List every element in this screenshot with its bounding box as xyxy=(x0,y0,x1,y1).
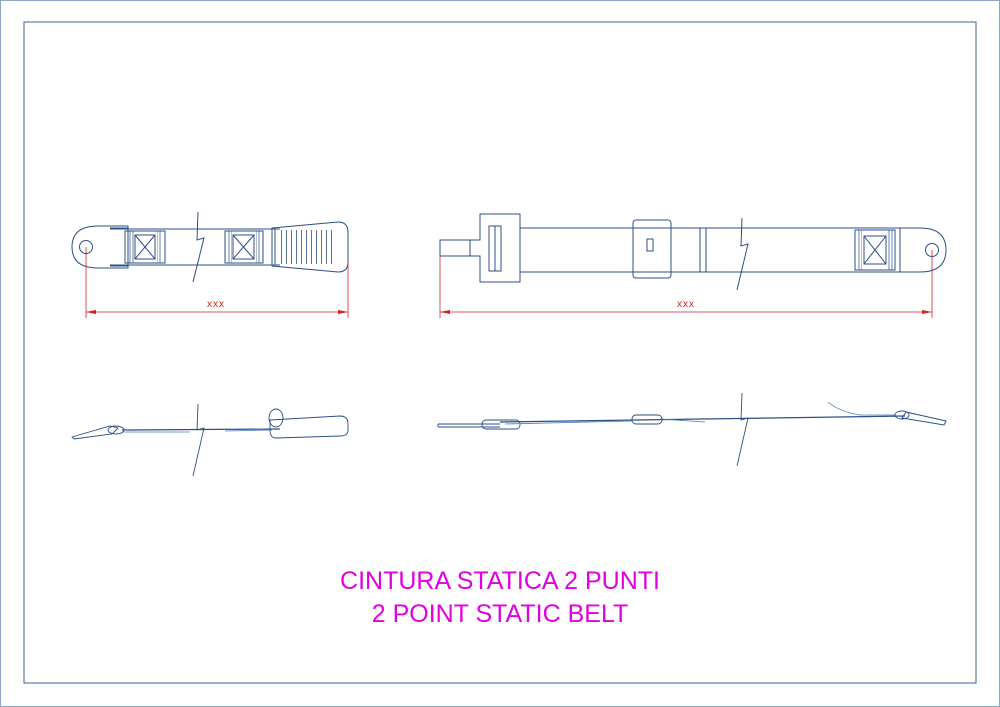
tongue-belt-top-view xyxy=(439,213,947,291)
webbing-line xyxy=(499,415,906,423)
buckle-dimension xyxy=(85,247,349,318)
stitch-block xyxy=(224,230,264,264)
drawing-frame xyxy=(23,21,977,684)
webbing-line xyxy=(121,428,281,431)
title-line-1: CINTURA STATICA 2 PUNTI xyxy=(340,567,660,595)
tongue-plate xyxy=(439,213,521,283)
buckle-dimension-label: xxx xyxy=(207,299,225,310)
anchor-tab xyxy=(901,411,947,426)
anchor-loop xyxy=(894,410,910,420)
break-symbol xyxy=(736,217,749,291)
tongue-belt-side-view xyxy=(437,392,947,467)
buckle-grip xyxy=(280,230,335,264)
loose-webbing-end xyxy=(827,401,895,416)
buckle-hinge xyxy=(268,408,284,428)
buckle-housing-side xyxy=(269,415,349,439)
keeper-side xyxy=(631,414,663,425)
buckle-belt-top-view xyxy=(71,211,349,283)
break-symbol xyxy=(192,403,205,477)
keeper-window xyxy=(646,238,654,252)
break-symbol xyxy=(736,392,749,467)
tongue-dimension-label: xxx xyxy=(677,299,695,310)
stitch-block xyxy=(124,230,166,264)
belt-keeper xyxy=(632,219,672,279)
break-symbol xyxy=(192,211,205,283)
anchor-tab xyxy=(71,425,119,440)
buckle-belt-side-view xyxy=(71,403,349,477)
anchor-eyelet xyxy=(71,225,129,269)
title-line-2: 2 POINT STATIC BELT xyxy=(372,600,629,628)
tongue-side xyxy=(481,419,521,430)
tongue-dimension xyxy=(439,250,933,318)
anchor-eyelet xyxy=(899,227,947,273)
stitch-block xyxy=(854,229,896,271)
